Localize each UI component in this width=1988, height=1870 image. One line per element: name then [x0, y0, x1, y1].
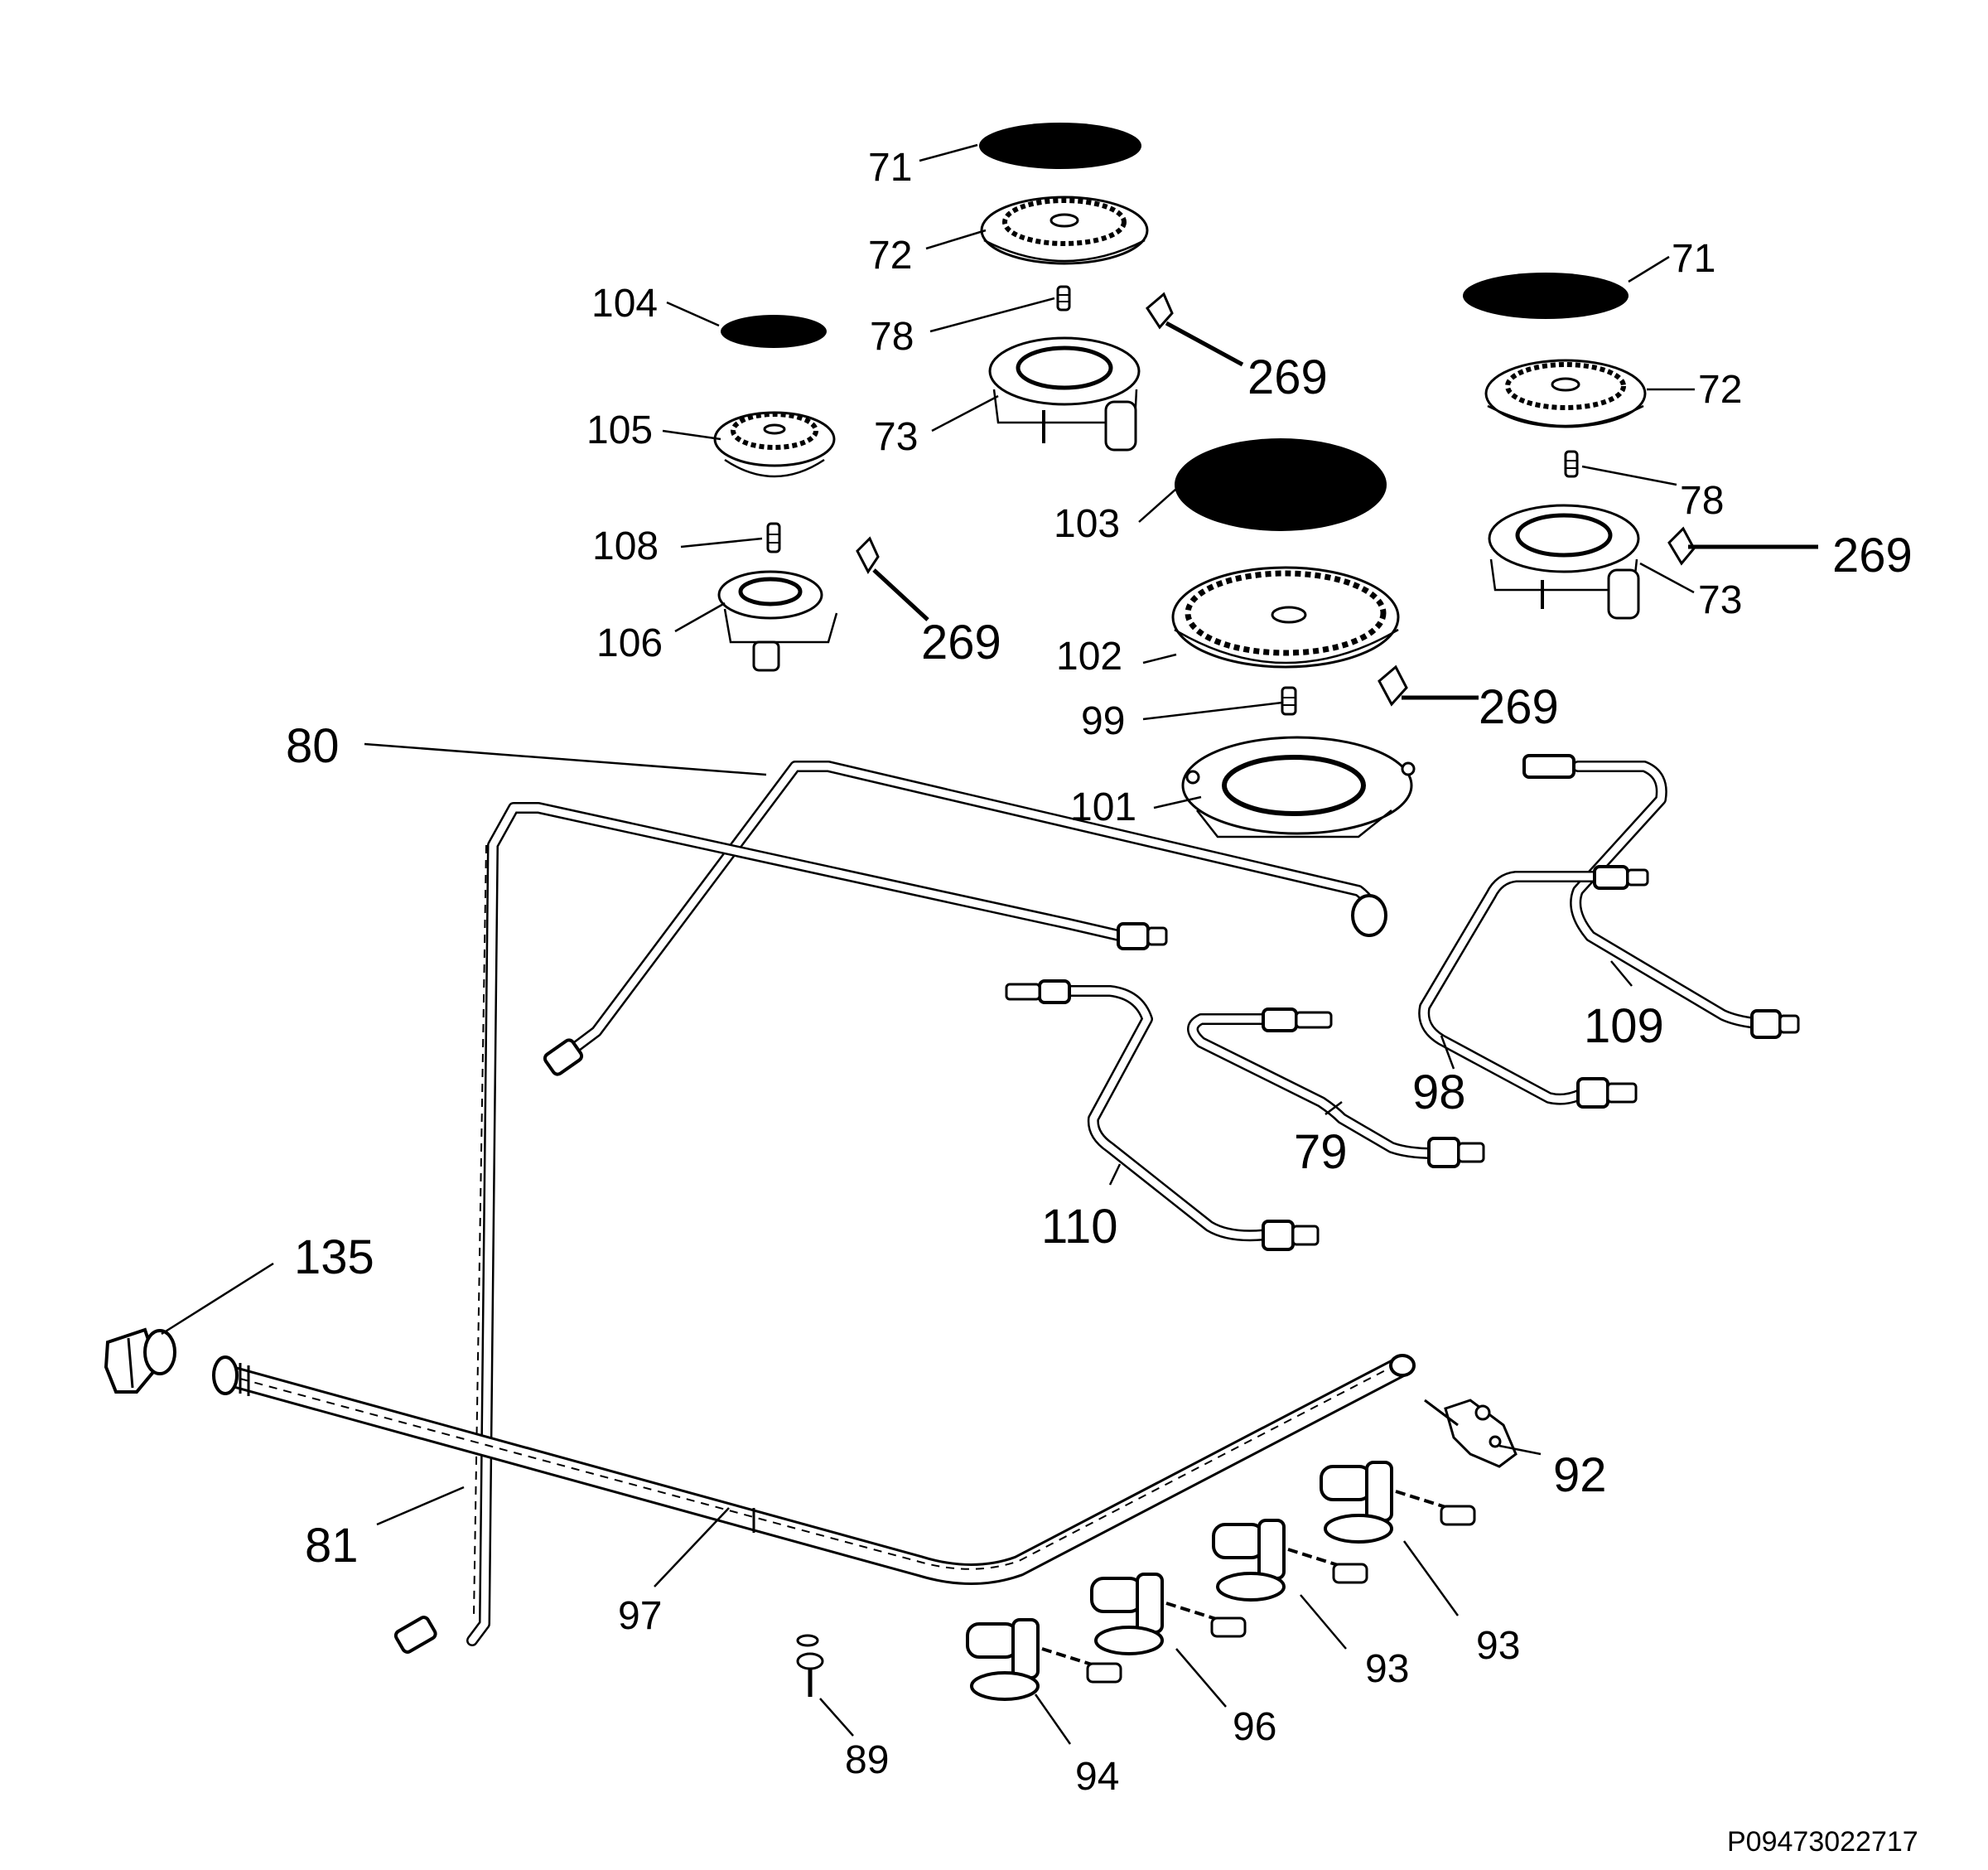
gas-valve-94: [966, 1618, 1122, 1701]
burner-crown-72-top: [980, 196, 1149, 265]
callout-105: 105: [586, 408, 653, 452]
thermocouple-92: [1424, 1399, 1518, 1468]
gas-tube-98: [1418, 865, 1649, 1109]
injector-78-right: [1564, 450, 1579, 478]
callout-108: 108: [592, 524, 659, 568]
screw-89: [796, 1634, 824, 1697]
callout-78-top: 78: [870, 315, 914, 359]
callout-104: 104: [591, 282, 658, 326]
callout-101: 101: [1070, 785, 1136, 829]
callout-81: 81: [305, 1519, 359, 1573]
gas-valve-93-right: [1320, 1461, 1476, 1544]
callout-110: 110: [1041, 1200, 1117, 1254]
gas-tube-80: [543, 761, 1387, 1076]
burner-crown-72-right: [1484, 359, 1647, 428]
callout-73-right: 73: [1698, 578, 1742, 622]
callout-99: 99: [1081, 699, 1125, 743]
callout-73-top: 73: [874, 415, 918, 459]
electrode-269-right: [1667, 526, 1818, 566]
callout-269-top: 269: [1247, 350, 1328, 404]
callout-109: 109: [1584, 999, 1664, 1053]
burner-cap-104: [721, 315, 827, 348]
callout-96: 96: [1233, 1705, 1276, 1749]
leader-lines: [161, 143, 1695, 1745]
callout-80: 80: [286, 719, 340, 773]
callout-78-right: 78: [1680, 479, 1724, 523]
callout-102: 102: [1056, 635, 1122, 679]
callout-71-right: 71: [1672, 237, 1715, 281]
gas-main-pipe-97: [212, 1354, 1416, 1585]
callout-72-top: 72: [868, 234, 912, 278]
burner-base-106: [717, 570, 838, 672]
callout-93-middle: 93: [1365, 1647, 1409, 1691]
injector-78-top: [1056, 285, 1071, 312]
burner-cap-71-top: [979, 123, 1141, 169]
callout-135: 135: [294, 1230, 374, 1284]
gas-tube-80-branch: [393, 802, 1168, 1654]
electrode-269-top: [1146, 292, 1244, 367]
gas-tube-109: [1522, 754, 1800, 1039]
callout-269-right: 269: [1832, 529, 1913, 582]
drawing-code: P09473022717: [1727, 1826, 1918, 1858]
callout-269-left: 269: [921, 616, 1001, 669]
callout-79: 79: [1294, 1125, 1348, 1179]
electrode-269-center: [1378, 664, 1479, 707]
callout-71-top: 71: [868, 146, 912, 190]
injector-99: [1281, 686, 1297, 716]
electrode-269-left: [856, 536, 929, 621]
callout-89: 89: [845, 1738, 889, 1782]
callout-98: 98: [1412, 1065, 1466, 1119]
burner-crown-105: [713, 411, 836, 478]
burner-crown-102: [1171, 566, 1400, 669]
burner-base-73-right: [1488, 504, 1640, 620]
gas-valve-93-middle: [1212, 1519, 1368, 1602]
gas-tube-110: [1005, 979, 1320, 1251]
callout-93-right: 93: [1476, 1624, 1520, 1668]
callout-72-right: 72: [1698, 368, 1742, 412]
injector-108: [766, 522, 781, 553]
callout-92: 92: [1553, 1448, 1607, 1502]
burner-cap-71-right: [1463, 273, 1629, 319]
burner-cap-103: [1175, 438, 1387, 531]
burner-base-101: [1181, 736, 1416, 838]
gas-elbow-135: [104, 1327, 176, 1394]
callouts: 71 72 78 73 269 104 105 108 106 269 71 7…: [286, 146, 1913, 1799]
callout-106: 106: [596, 621, 663, 665]
gas-valve-96: [1090, 1573, 1247, 1655]
callout-97: 97: [618, 1594, 662, 1638]
burner-base-73-top: [988, 336, 1141, 452]
callout-269-center: 269: [1479, 680, 1559, 734]
callout-103: 103: [1054, 502, 1120, 546]
callout-94: 94: [1075, 1755, 1119, 1799]
